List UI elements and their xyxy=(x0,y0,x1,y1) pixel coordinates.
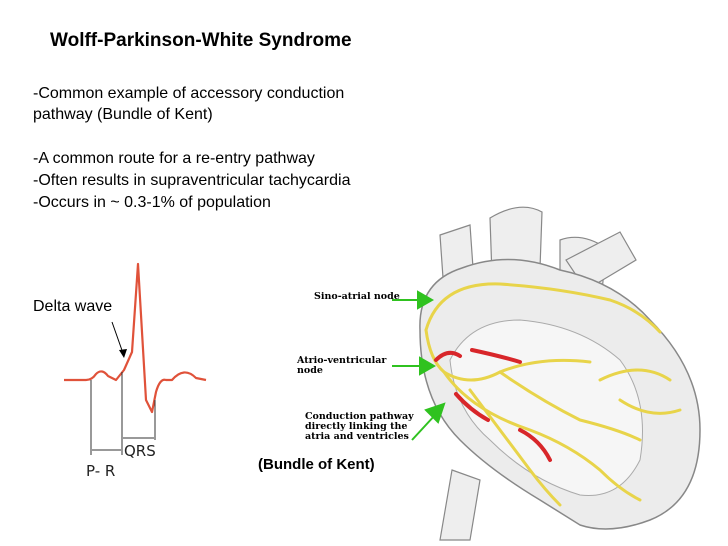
av-node-label-cont: node xyxy=(297,365,323,376)
interval-markers xyxy=(90,372,156,455)
pr-interval-label: P- R xyxy=(86,462,116,480)
delta-pointer-arrowhead xyxy=(119,349,127,358)
delta-wave-label: Delta wave xyxy=(33,298,113,315)
conduction-pathway-label: Conduction pathway xyxy=(305,411,414,422)
bullet-prevalence: -Occurs in ~ 0.3-1% of population xyxy=(33,194,271,211)
bullet-accessory-pathway: -Common example of accessory conduction xyxy=(33,85,345,102)
bundle-of-kent-caption: (Bundle of Kent) xyxy=(258,456,375,473)
qrs-label: QRS xyxy=(124,442,156,460)
conduction-pathways xyxy=(424,282,682,507)
av-node-label: Atrio-ventricular xyxy=(297,355,387,366)
bullet-accessory-pathway-cont: pathway (Bundle of Kent) xyxy=(33,106,213,123)
slide-title: Wolff-Parkinson-White Syndrome xyxy=(50,30,352,51)
accessory-pathways xyxy=(434,348,552,462)
conduction-pathway-label-end: atria and ventricles xyxy=(305,431,409,442)
conduction-pathway-label-cont: directly linking the xyxy=(305,421,408,432)
ecg-trace xyxy=(64,262,207,414)
bullet-reentry: -A common route for a re-entry pathway xyxy=(33,150,315,167)
heart-inner-chamber xyxy=(449,319,643,497)
label-arrows xyxy=(392,290,446,441)
sa-node-label: Sino-atrial node xyxy=(314,291,400,302)
bullet-svt: -Often results in supraventricular tachy… xyxy=(33,172,351,189)
